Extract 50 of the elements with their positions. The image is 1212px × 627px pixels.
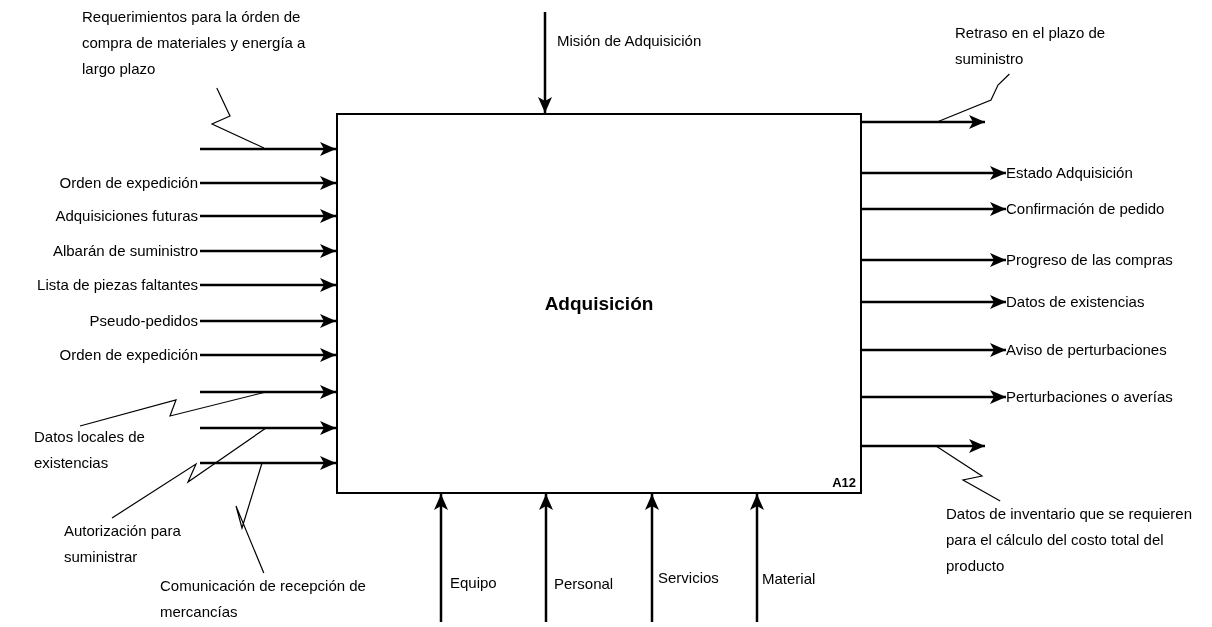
arrow <box>750 494 764 622</box>
arrow <box>200 314 336 328</box>
arrow <box>539 494 553 622</box>
arrow-label: Autorización para suministrar <box>64 518 214 572</box>
arrow-label: Aviso de perturbaciones <box>1006 340 1206 360</box>
arrow-label: Progreso de las compras <box>1006 250 1206 270</box>
arrow-label: Pseudo-pedidos <box>30 311 198 331</box>
arrow-label: Confirmación de pedido <box>1006 199 1206 219</box>
arrow <box>200 176 336 190</box>
arrow <box>862 253 1006 267</box>
arrow-label: Orden de expedición <box>20 173 198 193</box>
arrow <box>200 142 336 156</box>
arrow <box>538 12 552 113</box>
arrow-label: Datos de existencias <box>1006 292 1206 312</box>
arrow <box>862 166 1006 180</box>
leader-line <box>79 391 267 427</box>
arrow-label: Datos de inventario que se requieren para el cálculo del costo total del producto <box>946 501 1196 581</box>
arrow-label: Datos locales de existencias <box>34 424 184 478</box>
arrow <box>200 348 336 362</box>
arrow-label: Retraso en el plazo de suministro <box>955 20 1120 74</box>
leader-line <box>235 462 265 574</box>
activity-name: Adquisición <box>543 291 655 316</box>
arrow <box>200 456 336 470</box>
arrow <box>862 115 985 129</box>
arrow <box>862 439 985 453</box>
arrow <box>200 385 336 399</box>
arrow-label: Comunicación de recepción de mercancías <box>160 573 390 627</box>
arrow-label: Albarán de suministro <box>10 241 198 261</box>
arrow <box>862 202 1006 216</box>
arrow <box>862 295 1006 309</box>
arrow <box>200 421 336 435</box>
arrow <box>862 390 1006 404</box>
arrow-label: Perturbaciones o averías <box>1006 387 1206 407</box>
arrow-label: Estado Adquisición <box>1006 163 1196 183</box>
arrow-label: Lista de piezas faltantes <box>4 275 198 295</box>
arrow-label: Adquisiciones futuras <box>10 206 198 226</box>
node-number: A12 <box>832 475 856 491</box>
activity-box <box>336 113 862 494</box>
arrow <box>200 209 336 223</box>
leader-line <box>210 87 265 149</box>
leader-line <box>935 445 1001 502</box>
arrow-label: Orden de expedición <box>20 345 198 365</box>
arrow <box>200 244 336 258</box>
arrow <box>434 494 448 622</box>
arrow <box>200 278 336 292</box>
leader-line <box>936 73 1010 123</box>
leader-line <box>111 427 267 519</box>
arrow <box>862 343 1006 357</box>
arrow <box>645 494 659 622</box>
arrow-label: Requerimientos para la órden de compra de materiales y energía a largo plazo <box>82 4 312 88</box>
